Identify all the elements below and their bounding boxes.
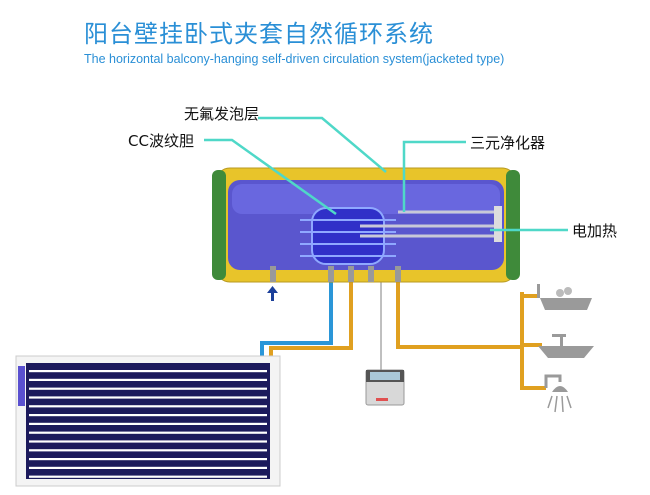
label-cc-tank: CC波纹胆: [128, 132, 194, 150]
collector-tube: [29, 431, 267, 434]
collector-tube: [29, 422, 267, 425]
tank-ports: [270, 266, 401, 282]
bathtub-icon: [537, 284, 592, 310]
collector-tubes: [29, 370, 267, 478]
collector-tube: [29, 414, 267, 417]
collector-tube: [29, 458, 267, 461]
collector-tube: [29, 405, 267, 408]
purifier-rods: [360, 210, 495, 238]
collector-tube: [29, 396, 267, 399]
heater-flange: [494, 206, 502, 242]
inlet-arrow-icon: [267, 286, 278, 301]
collector-tube: [29, 475, 267, 478]
collector-tube: [29, 387, 267, 390]
sink-icon: [538, 334, 594, 358]
shower-icon: [544, 374, 572, 413]
collector-tube: [29, 370, 267, 373]
collector-tube: [29, 378, 267, 381]
hot-pipe: [269, 282, 546, 390]
subtitle: The horizontal balcony-hanging self-driv…: [84, 52, 505, 66]
collector-tube: [29, 449, 267, 452]
label-purifier: 三元净化器: [470, 134, 546, 152]
collector-tube: [29, 466, 267, 469]
label-foam-layer: 无氟发泡层: [184, 105, 260, 123]
cold-pipe: [260, 282, 333, 358]
leader-lines: [204, 116, 568, 232]
right-end-cap: [506, 170, 520, 280]
title: 阳台壁挂卧式夹套自然循环系统: [84, 20, 434, 48]
collector-tube: [29, 440, 267, 443]
controller-icon: [365, 369, 405, 406]
water-tank: [212, 167, 520, 283]
solar-collector-panel: [15, 355, 281, 487]
label-heater: 电加热: [572, 222, 618, 240]
cc-corrugated-liner: [300, 207, 396, 265]
left-end-cap: [212, 170, 226, 280]
